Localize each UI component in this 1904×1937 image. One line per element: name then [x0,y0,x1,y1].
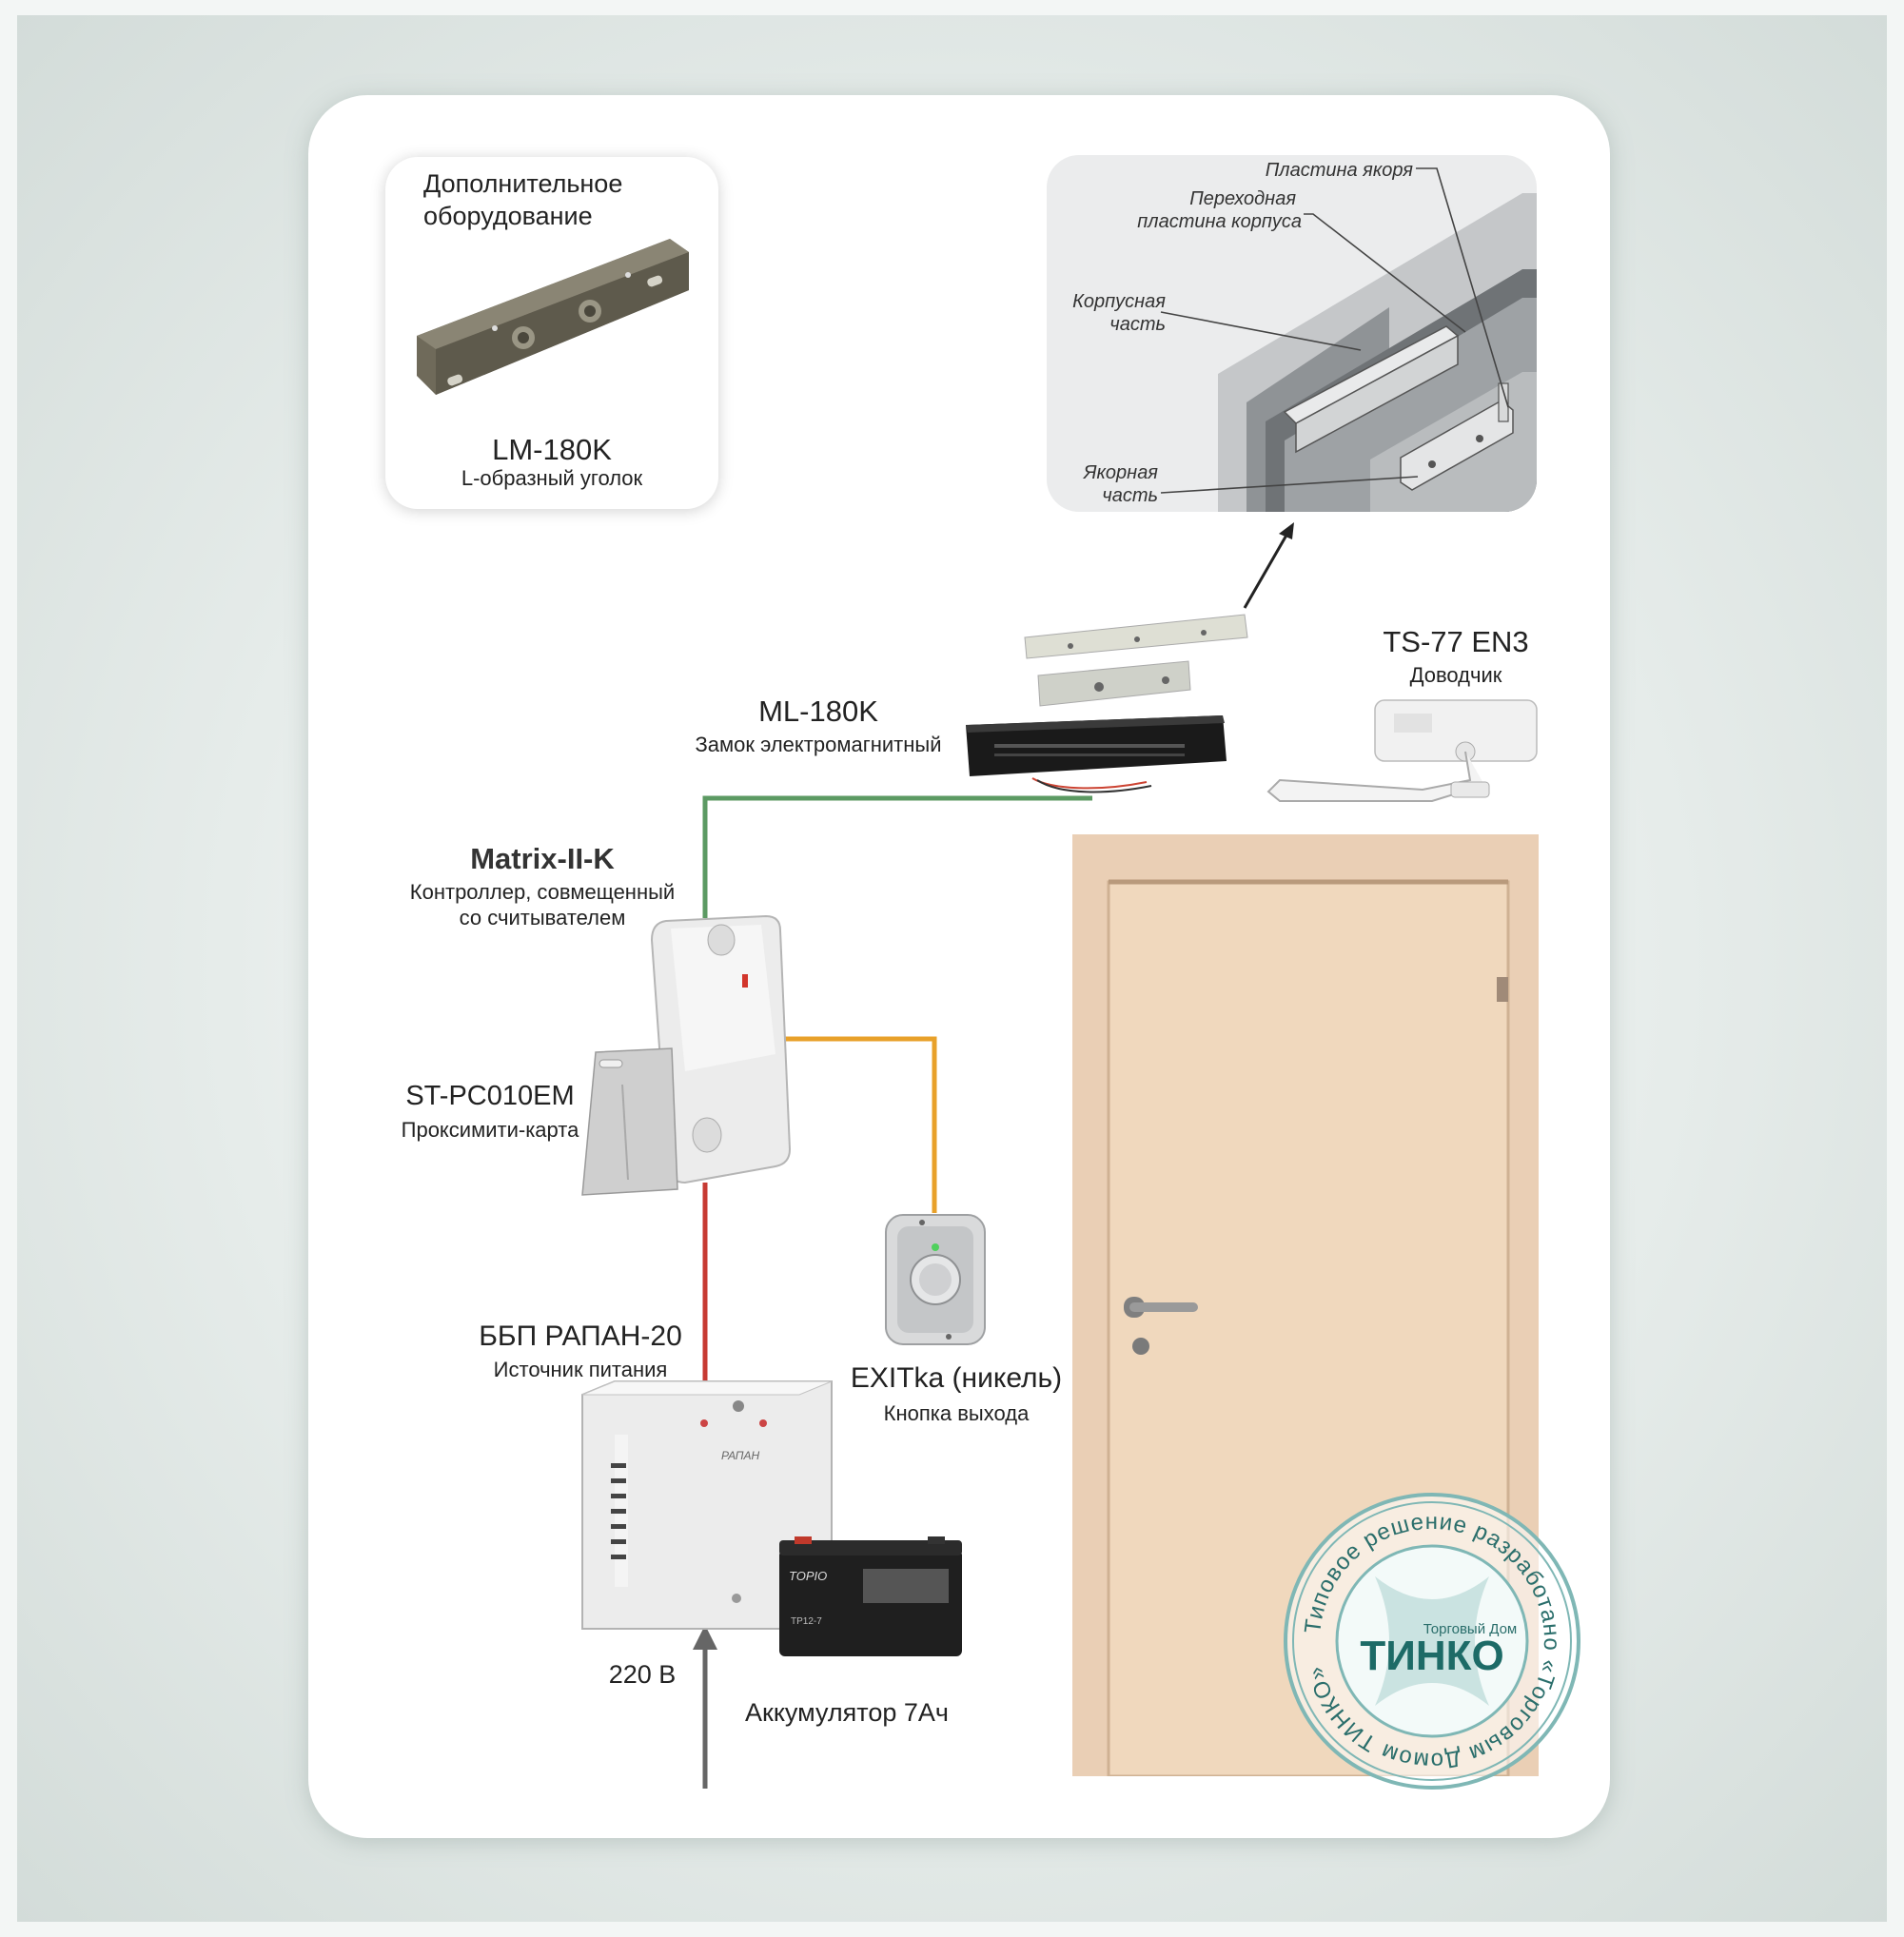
exit-button-description: Кнопка выхода [883,1401,1030,1425]
leader-anchor-part [1160,476,1419,494]
extra-model: LM-180K [492,433,612,466]
card-description: Проксимити-карта [401,1118,579,1142]
tinko-stamp: Типовое решение разработано «Торговым До… [1284,1493,1580,1790]
door-handle [1124,1297,1198,1318]
battery-image: TOPIO TP12-7 [779,1536,962,1656]
exit-button-model: EXITka (никель) [850,1362,1063,1394]
stamp-logo-big: ТИНКО [1360,1633,1503,1679]
l-bracket-image [417,239,689,395]
controller-description-line1: Контроллер, совмещенный [409,880,676,904]
battery-model: TP12-7 [791,1616,822,1627]
leader-body-part [1160,311,1362,351]
controller-description-line2: со считывателем [459,906,626,929]
leader-anchor-plate [1416,167,1509,408]
wire-controller-exit-button [778,1036,937,1213]
power-supply-model: ББП РАПАН-20 [479,1321,682,1352]
controller-image [650,914,792,1184]
anchor-part-label-1: Якорная [1083,462,1158,483]
door-lock-cylinder [1132,1338,1149,1355]
battery-label: Аккумулятор 7Ач [745,1698,949,1727]
lock-description: Замок электромагнитный [695,733,942,756]
battery-brand: TOPIO [789,1569,827,1583]
closer-image [1266,699,1538,802]
controller-model: Matrix-II-K [470,842,615,875]
stamp-logo-small: Торговый Дом [1423,1621,1517,1637]
power-supply-vents [611,1463,626,1559]
extra-description: L-образный уголок [461,466,643,490]
power-supply-brand: РАПАН [721,1449,759,1462]
extra-equipment-heading: Дополнительное оборудование [423,169,623,230]
lock-installation-detail: Пластина якоря Переходная пластина корпу… [1047,155,1537,512]
body-part-label-1: Корпусная [1072,291,1166,312]
anchor-plate-label: Пластина якоря [1266,160,1414,181]
anchor-part-label-2: часть [1102,485,1158,506]
leader-transition-plate [1304,213,1466,333]
power-supply-description: Источник питания [493,1358,668,1381]
closer-description: Доводчик [1409,663,1502,687]
door-hinge [1497,977,1508,1002]
lock-image [966,614,1248,793]
lock-detail-arrow [1243,522,1294,609]
lock-model: ML-180K [758,695,878,728]
body-part-label-2: часть [1109,314,1166,335]
transition-plate-label-2: пластина корпуса [1137,211,1302,232]
mains-arrow-head [693,1625,717,1650]
proximity-card-image [581,1047,678,1196]
transition-plate-label-1: Переходная [1189,188,1296,209]
closer-model: TS-77 EN3 [1383,625,1529,658]
power-supply-image: РАПАН [581,1380,833,1630]
controller-led [742,974,748,988]
mains-label: 220 В [608,1660,677,1689]
exit-button-led [932,1243,939,1251]
wire-controller-lock [702,795,1092,918]
exit-button-image [885,1214,986,1345]
card-model: ST-PC010EM [405,1081,575,1111]
